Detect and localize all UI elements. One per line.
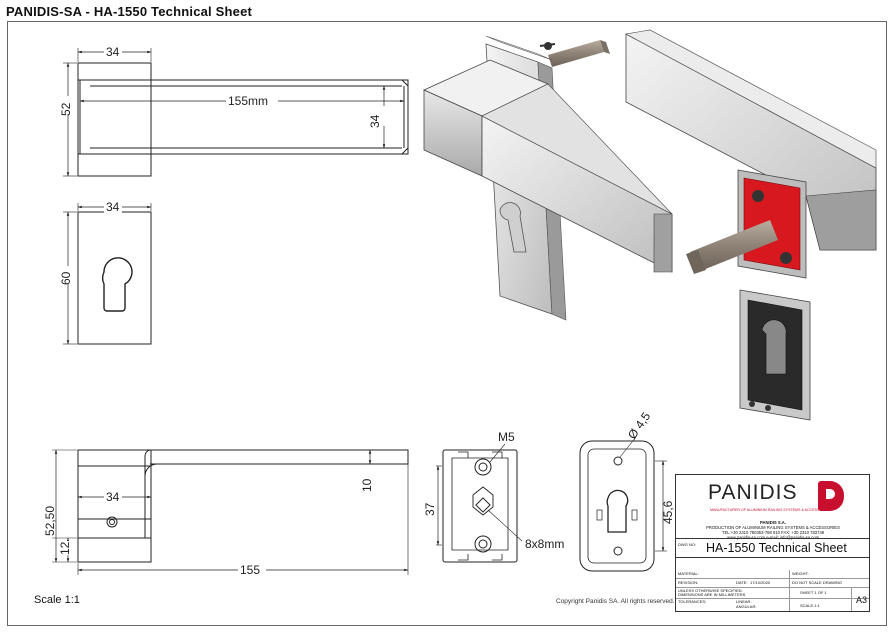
- do-not-scale: DO NOT SCALE DRAWING: [792, 580, 843, 585]
- render-handle-left: [423, 35, 673, 321]
- back-view: [436, 443, 523, 563]
- revision-label: REVISION:: [678, 580, 699, 585]
- logo-mark-icon: [818, 481, 844, 511]
- dim-front-height: 45,6: [661, 500, 675, 524]
- rose-view: [63, 203, 152, 345]
- dim-top-height: 52: [59, 102, 73, 116]
- weight-label: WEIGHT:: [792, 571, 809, 576]
- dim-back-spindle: 8x8mm: [525, 537, 564, 551]
- logo-text: PANIDIS: [708, 481, 798, 504]
- dim-back-thread: M5: [498, 430, 515, 444]
- scale-value: SCALE:1:1: [800, 603, 820, 608]
- date-label: DATE:: [736, 580, 748, 585]
- angular-label: ANGULAR:: [736, 604, 757, 609]
- company-line-2: TEL:+30 2310 780353-788 610 FAX: +30 231…: [721, 530, 825, 535]
- tb-row-revision: REVISION: DATE: 17/10/2020 DO NOT SCALE …: [676, 579, 869, 588]
- dim-side-rose-depth: 12: [58, 541, 72, 555]
- unless-note-1: UNLESS OTHERWISE SPECIFIED:: [678, 588, 743, 593]
- dim-top-length: 155mm: [228, 94, 268, 108]
- sheet-border: [7, 21, 887, 626]
- company-info: PANIDIS S.A. PRODUCTION OF ALUMINIUM RAI…: [678, 520, 868, 540]
- dim-rose-height: 60: [59, 271, 73, 285]
- scale-label: Scale 1:1: [34, 594, 80, 606]
- dwg-no-label: DWG NO:: [678, 542, 696, 547]
- dwg-no-row: DWG NO: HA-1550 Technical Sheet: [676, 538, 869, 558]
- dim-side-length: 155: [240, 563, 260, 577]
- copyright-text: Copyright Panidis SA. All rights reserve…: [556, 598, 675, 605]
- dim-top-width: 34: [106, 45, 120, 59]
- company-line-3: www.panidis-sa.com e-mail: info@panidis-…: [726, 535, 820, 540]
- date-value: 17/10/2020: [750, 580, 771, 585]
- sheet-size: A3: [856, 595, 868, 605]
- title-block: PANIDIS MANUFACTURER OF ALUMINIUM RAILIN…: [675, 474, 870, 612]
- top-view: [63, 48, 409, 177]
- company-name: PANIDIS S.A.: [760, 520, 786, 525]
- front-small-view: [579, 436, 667, 572]
- dim-side-lever-thickness: 10: [360, 478, 374, 492]
- sheet-value: SHEET 1 OF 1: [800, 590, 827, 595]
- material-label: MATERIAL:: [678, 571, 699, 576]
- tolerances-label: TOLERANCES:: [678, 599, 707, 604]
- side-view: [52, 449, 409, 575]
- dwg-no-value: HA-1550 Technical Sheet: [706, 541, 847, 555]
- dim-side-total-height: 52,50: [43, 506, 57, 536]
- tb-row-tolerances: TOLERANCES: LINEAR: ANGULAR: SCALE:1:1: [676, 599, 869, 611]
- dim-back-height: 37: [423, 502, 437, 516]
- logo-tagline: MANUFACTURER OF ALUMINIUM RAILING SYSTEM…: [710, 508, 831, 512]
- tb-row-material: MATERIAL: WEIGHT:: [676, 570, 869, 579]
- unless-note-2: DIMENSIONS ARE IN MILLIMETERS: [678, 592, 746, 597]
- dim-front-hole: Ø 4,5: [625, 409, 653, 441]
- tb-divider: [789, 570, 790, 611]
- linear-label: LINEAR:: [736, 599, 752, 604]
- dim-top-lever-height: 34: [368, 114, 382, 128]
- tb-row-notes: UNLESS OTHERWISE SPECIFIED: DIMENSIONS A…: [676, 588, 869, 599]
- panidis-logo: PANIDIS MANUFACTURER OF ALUMINIUM RAILIN…: [678, 477, 868, 517]
- render-handle-right: [625, 29, 877, 421]
- dim-rose-width: 34: [106, 200, 120, 214]
- company-line-1: PRODUCTION OF ALUMINIUM RAILING SYSTEMS …: [706, 525, 840, 530]
- dim-side-rose-width: 34: [106, 490, 120, 504]
- page-title: PANIDIS-SA - HA-1550 Technical Sheet: [6, 4, 253, 19]
- tb-divider-2: [851, 588, 852, 611]
